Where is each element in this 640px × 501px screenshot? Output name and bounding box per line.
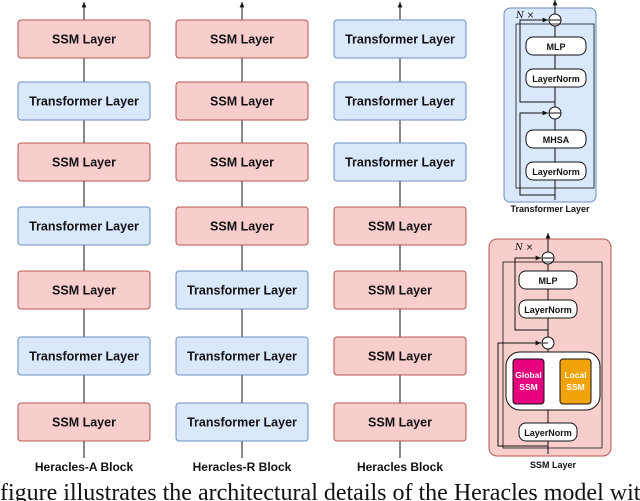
figure-caption-fragment: figure illustrates the architectural det… <box>0 480 640 501</box>
layer-label: SSM Layer <box>368 284 432 298</box>
layer-label: Transformer Layer <box>345 33 455 47</box>
mlp-block <box>525 36 587 56</box>
layer-label: SSM Layer <box>368 416 432 430</box>
repeat-frame <box>502 261 603 449</box>
transformer-layer-box <box>333 142 467 182</box>
layer-label: SSM Layer <box>210 33 274 47</box>
transformer-layer-box <box>17 206 151 246</box>
svg-text:Local: Local <box>564 370 586 380</box>
local-ssm-block <box>559 358 592 405</box>
layer-label: SSM Layer <box>368 220 432 234</box>
ssm-layer-box <box>333 402 467 442</box>
svg-text:LayerNorm: LayerNorm <box>524 305 572 315</box>
layer-label: SSM Layer <box>210 95 274 109</box>
layernorm-block <box>525 68 587 88</box>
svg-text:MLP: MLP <box>539 276 558 286</box>
layernorm-block <box>518 422 578 442</box>
ssm-layer-detail: N × MLP LayerNorm Global SSM Local SSM L… <box>488 233 612 470</box>
transformer-layer-box <box>175 336 309 376</box>
svg-text:SSM: SSM <box>519 382 537 392</box>
ssm-layer-box <box>175 142 309 182</box>
layer-label: SSM Layer <box>52 156 116 170</box>
layer-label: SSM Layer <box>52 284 116 298</box>
transformer-layer-box <box>333 81 467 121</box>
svg-text:MHSA: MHSA <box>543 135 570 145</box>
block-caption: Heracles-A Block <box>35 460 134 474</box>
global-ssm-block <box>512 358 545 405</box>
layer-label: SSM Layer <box>52 33 116 47</box>
layer-label: Transformer Layer <box>187 284 297 298</box>
svg-text:Global: Global <box>515 370 541 380</box>
ssm-layer-box <box>175 206 309 246</box>
ssm-layer-box <box>17 270 151 310</box>
transformer-layer-box <box>175 402 309 442</box>
layer-label: Transformer Layer <box>345 95 455 109</box>
ssm-layer-box <box>175 19 309 59</box>
layer-label: SSM Layer <box>210 156 274 170</box>
transformer-detail-container <box>503 7 597 203</box>
transformer-layer-box <box>17 336 151 376</box>
transformer-layer-detail: N × MLP LayerNorm MHSA LayerNorm Transfo… <box>503 0 597 214</box>
layernorm-block <box>525 161 587 181</box>
ssm-layer-box <box>333 206 467 246</box>
repeat-label: N × <box>515 11 534 21</box>
layer-label: Transformer Layer <box>345 156 455 170</box>
layer-label: SSM Layer <box>368 350 432 364</box>
svg-text:LayerNorm: LayerNorm <box>532 167 580 177</box>
transformer-layer-box <box>333 19 467 59</box>
block-caption: Heracles Block <box>357 460 443 474</box>
ssm-detail-caption: SSM Layer <box>530 460 577 470</box>
layer-label: Transformer Layer <box>29 220 139 234</box>
ssm-layer-box <box>333 270 467 310</box>
layer-label: Transformer Layer <box>29 350 139 364</box>
layer-label: Transformer Layer <box>187 416 297 430</box>
transformer-detail-caption: Transformer Layer <box>510 204 590 214</box>
ssm-layer-box <box>333 336 467 376</box>
layer-label: Transformer Layer <box>29 95 139 109</box>
block-caption: Heracles-R Block <box>193 460 292 474</box>
svg-text:LayerNorm: LayerNorm <box>524 428 572 438</box>
svg-text:LayerNorm: LayerNorm <box>532 74 580 84</box>
svg-text:SSM: SSM <box>566 382 584 392</box>
transformer-layer-box <box>175 270 309 310</box>
layer-label: SSM Layer <box>52 416 116 430</box>
ssm-layer-box <box>175 81 309 121</box>
layer-label: SSM Layer <box>210 220 274 234</box>
ssm-layer-box <box>17 19 151 59</box>
repeat-label: N × <box>514 243 533 253</box>
layernorm-block <box>518 299 578 319</box>
ssm-layer-box <box>17 142 151 182</box>
repeat-frame <box>515 23 595 189</box>
mhsa-block <box>525 129 587 149</box>
transformer-layer-box <box>17 81 151 121</box>
svg-text:MLP: MLP <box>547 42 566 52</box>
layer-label: Transformer Layer <box>187 350 297 364</box>
mlp-block <box>518 270 578 290</box>
ssm-layer-box <box>17 402 151 442</box>
